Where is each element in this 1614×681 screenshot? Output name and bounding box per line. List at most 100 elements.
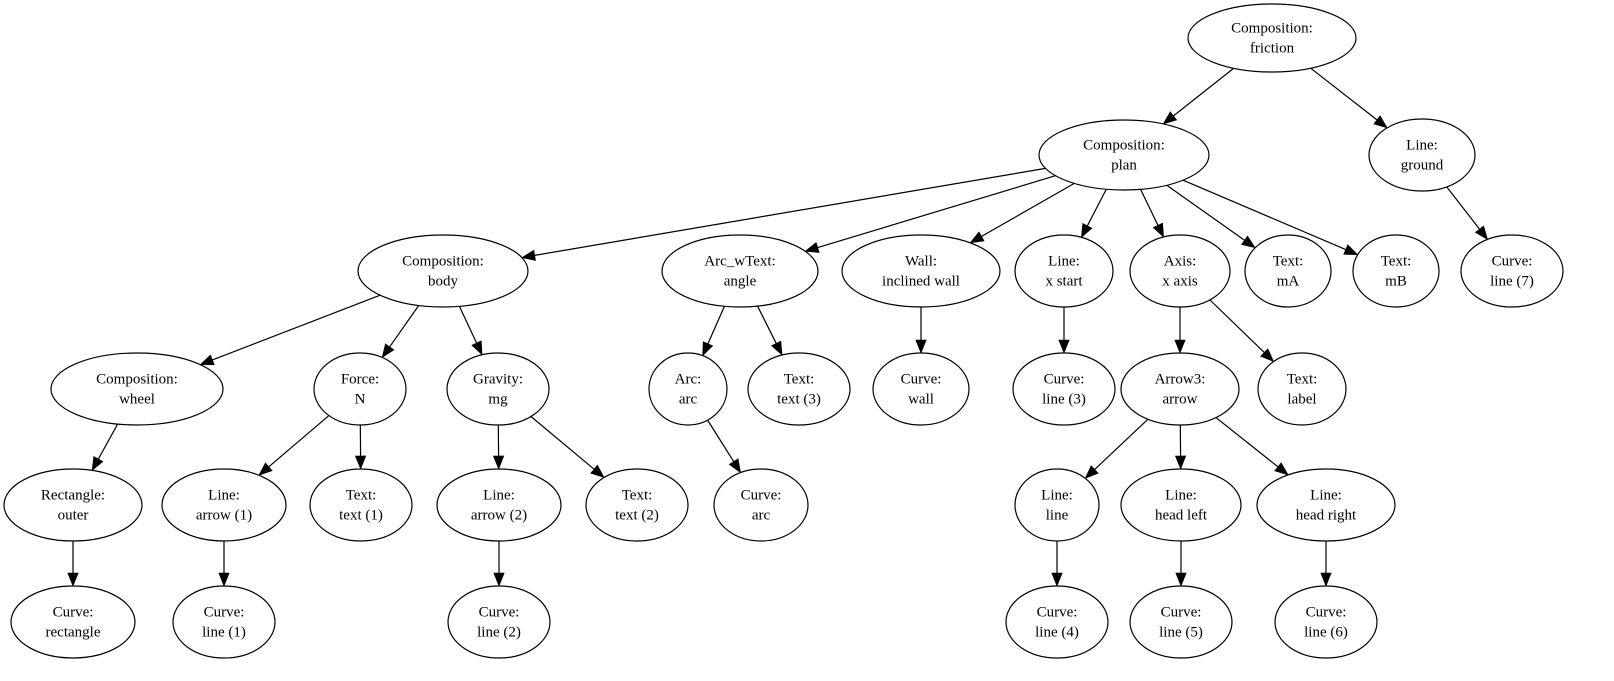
node-ellipse[interactable] bbox=[841, 234, 1001, 308]
graph-node-line5[interactable]: Curve:line (5) bbox=[1129, 585, 1233, 659]
edge-line bbox=[1310, 67, 1378, 121]
graph-node-angle[interactable]: Arc_wText:angle bbox=[661, 234, 819, 308]
graph-node-body[interactable]: Composition:body bbox=[357, 234, 529, 308]
edge-gravitymg-to-arrow2 bbox=[492, 424, 505, 470]
node-ellipse[interactable] bbox=[1187, 3, 1357, 73]
node-label-type: Curve: bbox=[741, 487, 782, 503]
node-label-name: line (6) bbox=[1304, 624, 1348, 640]
graph-node-gravitymg[interactable]: Gravity:mg bbox=[446, 352, 550, 426]
graph-node-rectouter[interactable]: Rectangle:outer bbox=[3, 468, 143, 542]
node-label-type: Rectangle: bbox=[41, 487, 105, 503]
node-label-name: x axis bbox=[1162, 273, 1198, 289]
graph-node-headleft[interactable]: Line:head left bbox=[1120, 468, 1242, 542]
node-label-type: Composition: bbox=[1231, 20, 1313, 36]
graph-node-arrow3[interactable]: Arrow3:arrow bbox=[1120, 352, 1240, 426]
graph-node-line7[interactable]: Curve:line (7) bbox=[1460, 234, 1564, 308]
node-ellipse[interactable] bbox=[747, 352, 851, 426]
edge-line bbox=[1094, 418, 1149, 470]
node-ellipse[interactable] bbox=[1120, 468, 1242, 542]
graph-node-line1[interactable]: Curve:line (1) bbox=[172, 585, 276, 659]
graph-node-arcarc[interactable]: Arc:arc bbox=[648, 352, 728, 426]
edge-line bbox=[530, 416, 595, 470]
arrowhead-icon bbox=[492, 455, 505, 470]
arrowhead-icon bbox=[91, 456, 104, 472]
node-label-type: Line: bbox=[1041, 487, 1073, 503]
node-ellipse[interactable] bbox=[1005, 585, 1109, 659]
node-ellipse[interactable] bbox=[1129, 234, 1231, 308]
node-label-type: Arc: bbox=[675, 371, 702, 387]
node-label-type: Axis: bbox=[1164, 253, 1197, 269]
graph-node-curverect[interactable]: Curve:rectangle bbox=[10, 585, 136, 659]
node-ellipse[interactable] bbox=[1368, 118, 1476, 192]
node-ellipse[interactable] bbox=[661, 234, 819, 308]
node-label-name: head right bbox=[1296, 507, 1357, 523]
node-label-type: Curve: bbox=[1306, 604, 1347, 620]
node-ellipse[interactable] bbox=[3, 468, 143, 542]
graph-node-line2[interactable]: Curve:line (2) bbox=[447, 585, 551, 659]
node-ellipse[interactable] bbox=[1244, 234, 1332, 308]
arrowhead-icon bbox=[1274, 462, 1289, 476]
graph-node-xstart[interactable]: Line:x start bbox=[1014, 234, 1114, 308]
edge-line bbox=[1446, 186, 1481, 230]
graph-node-curvewall[interactable]: Curve:wall bbox=[872, 352, 970, 426]
node-ellipse[interactable] bbox=[1038, 119, 1210, 191]
node-ellipse[interactable] bbox=[1352, 234, 1440, 308]
node-label-type: Composition: bbox=[402, 253, 484, 269]
edge-line bbox=[757, 305, 777, 344]
node-ellipse[interactable] bbox=[436, 468, 562, 542]
node-ellipse[interactable] bbox=[446, 352, 550, 426]
node-ellipse[interactable] bbox=[1257, 352, 1347, 426]
edge-plan-to-xstart bbox=[1081, 188, 1107, 239]
graph-node-text2[interactable]: Text:text (2) bbox=[585, 468, 689, 542]
edge-friction-to-ground bbox=[1310, 67, 1388, 129]
graph-node-textlabel[interactable]: Text:label bbox=[1257, 352, 1347, 426]
node-ellipse[interactable] bbox=[1120, 352, 1240, 426]
graph-node-friction[interactable]: Composition:friction bbox=[1187, 3, 1357, 73]
graph-node-plan[interactable]: Composition:plan bbox=[1038, 119, 1210, 191]
node-ellipse[interactable] bbox=[161, 468, 287, 542]
edge-xaxis-to-textlabel bbox=[1209, 299, 1275, 363]
graph-node-line6[interactable]: Curve: line (6) bbox=[1274, 585, 1378, 659]
node-ellipse[interactable] bbox=[648, 352, 728, 426]
node-ellipse[interactable] bbox=[313, 352, 407, 426]
node-ellipse[interactable] bbox=[1012, 352, 1116, 426]
node-ellipse[interactable] bbox=[585, 468, 689, 542]
graph-node-headright[interactable]: Line:head right bbox=[1256, 468, 1396, 542]
node-ellipse[interactable] bbox=[1129, 585, 1233, 659]
graph-node-mA[interactable]: Text:mA bbox=[1244, 234, 1332, 308]
node-ellipse[interactable] bbox=[1274, 585, 1378, 659]
graph-node-text1[interactable]: Text:text (1) bbox=[309, 468, 413, 542]
arrowhead-icon bbox=[969, 231, 985, 244]
edge-inclinedwall-to-curvewall bbox=[915, 307, 927, 354]
arrowhead-icon bbox=[1081, 222, 1093, 239]
graph-node-xaxis[interactable]: Axis: x axis bbox=[1129, 234, 1231, 308]
node-label-name: head left bbox=[1155, 507, 1208, 523]
node-ellipse[interactable] bbox=[1256, 468, 1396, 542]
node-ellipse[interactable] bbox=[1014, 234, 1114, 308]
graph-node-wheel[interactable]: Composition:wheel bbox=[50, 352, 224, 426]
node-ellipse[interactable] bbox=[172, 585, 276, 659]
node-ellipse[interactable] bbox=[713, 468, 809, 542]
arrowhead-icon bbox=[493, 572, 505, 587]
node-ellipse[interactable] bbox=[50, 352, 224, 426]
node-ellipse[interactable] bbox=[1460, 234, 1564, 308]
node-ellipse[interactable] bbox=[10, 585, 136, 659]
graph-node-mB[interactable]: Text:mB bbox=[1352, 234, 1440, 308]
graph-node-line4[interactable]: Curve:line (4) bbox=[1005, 585, 1109, 659]
graph-node-ground[interactable]: Line:ground bbox=[1368, 118, 1476, 192]
node-ellipse[interactable] bbox=[309, 468, 413, 542]
graph-node-line3[interactable]: Curve:line (3) bbox=[1012, 352, 1116, 426]
node-ellipse[interactable] bbox=[1014, 468, 1100, 542]
node-ellipse[interactable] bbox=[447, 585, 551, 659]
node-ellipse[interactable] bbox=[872, 352, 970, 426]
graph-node-arrow1[interactable]: Line:arrow (1) bbox=[161, 468, 287, 542]
graph-node-inclinedwall[interactable]: Wall:inclined wall bbox=[841, 234, 1001, 308]
graph-node-curvearc[interactable]: Curve:arc bbox=[713, 468, 809, 542]
graph-node-arrow2[interactable]: Line:arrow (2) bbox=[436, 468, 562, 542]
node-ellipse[interactable] bbox=[357, 234, 529, 308]
graph-node-text3[interactable]: Text:text (3) bbox=[747, 352, 851, 426]
graph-node-forceN[interactable]: Force:N bbox=[313, 352, 407, 426]
graph-node-lineline[interactable]: Line:line bbox=[1014, 468, 1100, 542]
node-label-name: plan bbox=[1111, 157, 1137, 173]
node-label-type: Text: bbox=[1381, 253, 1412, 269]
